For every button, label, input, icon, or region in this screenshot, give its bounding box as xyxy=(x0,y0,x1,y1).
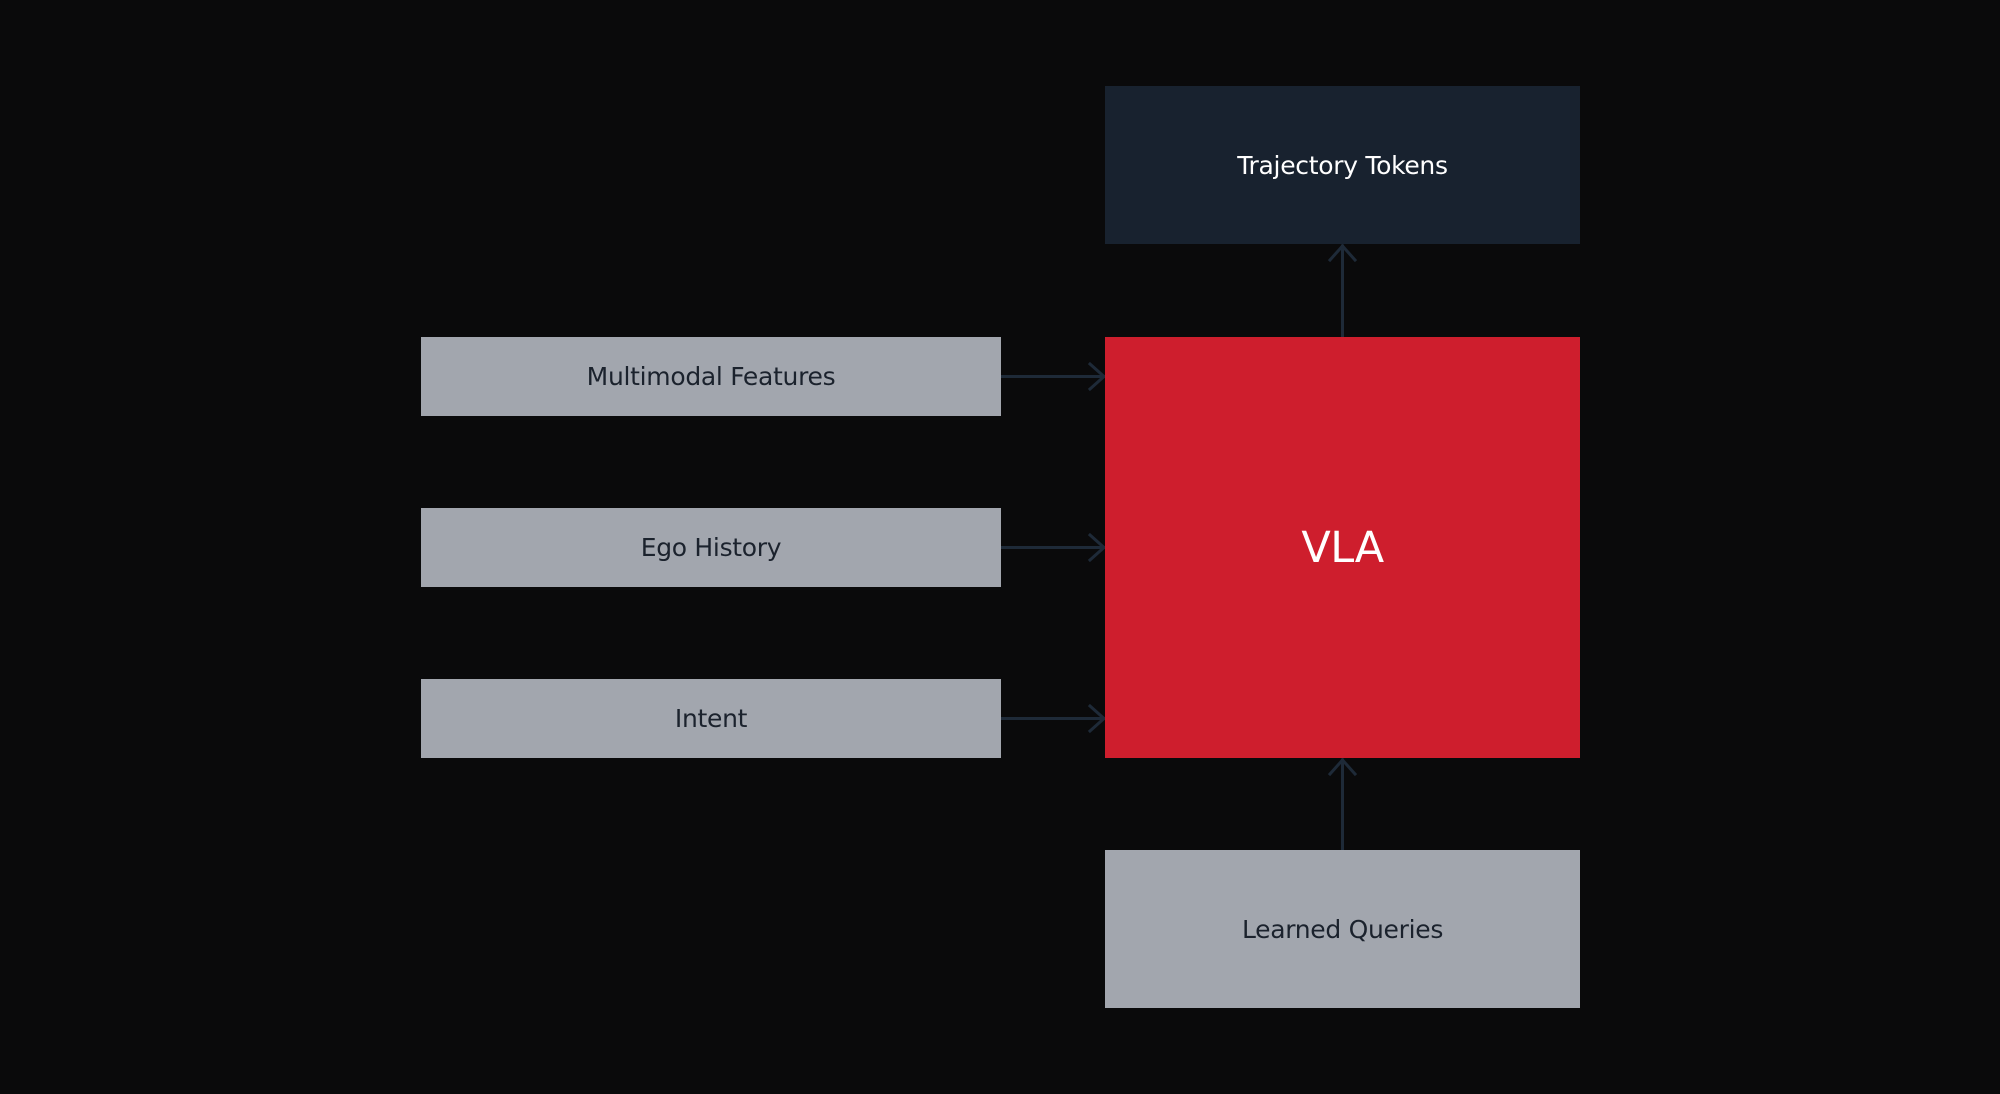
arrow-intent-to-vla xyxy=(999,703,1107,734)
trajectory-tokens-label: Trajectory Tokens xyxy=(1237,150,1448,180)
intent-label: Intent xyxy=(674,704,748,733)
trajectory-tokens-box: Trajectory Tokens xyxy=(1105,86,1580,244)
intent-box: Intent xyxy=(421,679,1001,758)
ego-history-box: Ego History xyxy=(421,508,1001,587)
arrow-vla-to-trajectory-tokens xyxy=(1327,243,1358,339)
learned-queries-box: Learned Queries xyxy=(1105,850,1580,1008)
vla-label: VLA xyxy=(1301,522,1384,573)
arrow-learned-queries-to-vla xyxy=(1327,757,1358,852)
arrow-ego-history-to-vla xyxy=(999,532,1107,563)
multimodal-features-box: Multimodal Features xyxy=(421,337,1001,416)
multimodal-features-label: Multimodal Features xyxy=(586,362,836,391)
learned-queries-label: Learned Queries xyxy=(1241,914,1444,944)
arrow-multimodal-to-vla xyxy=(999,361,1107,392)
vla-box: VLA xyxy=(1105,337,1580,758)
ego-history-label: Ego History xyxy=(640,533,782,562)
